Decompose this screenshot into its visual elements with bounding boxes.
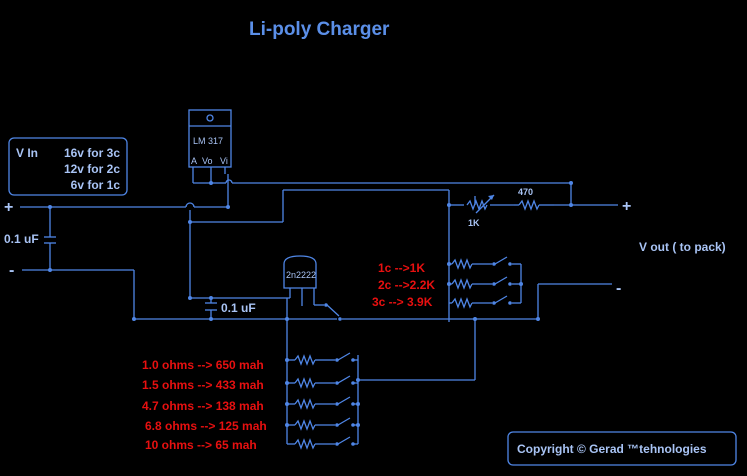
copyright-text: Copyright © Gerad ™tehnologies (517, 442, 707, 456)
junction-dots (48, 181, 573, 427)
output-plus-terminal: + (622, 198, 631, 215)
lm317-pin-vo: Vo (202, 156, 213, 166)
lm317-pin-a: A (191, 156, 197, 166)
cell-select-3c: 3c --> 3.9K (372, 295, 433, 309)
cell-select-1c: 1c -->1K (378, 261, 425, 275)
current-select-5: 10 ohms --> 65 mah (145, 438, 257, 452)
vin-label: V In (16, 146, 38, 160)
vin-box: V In 16v for 3c 12v for 2c 6v for 1c (8, 137, 128, 196)
lm317-regulator: LM 317 A Vo Vi (188, 109, 232, 168)
base-capacitor (205, 302, 217, 311)
transistor-2n2222: 2n2222 (283, 255, 317, 289)
transistor-label: 2n2222 (286, 270, 316, 280)
vout-label: V out ( to pack) (639, 240, 726, 254)
resistor-470 (514, 200, 554, 210)
copyright-box: Copyright © Gerad ™tehnologies (507, 431, 737, 466)
vin-line-3: 6v for 1c (71, 178, 121, 192)
current-select-1: 1.0 ohms --> 650 mah (142, 358, 264, 372)
diagram-title: Li-poly Charger (249, 19, 390, 40)
output-minus-terminal: - (616, 280, 621, 297)
lm317-label: LM 317 (193, 136, 223, 146)
pot-1k (466, 194, 495, 214)
input-capacitor-label: 0.1 uF (4, 232, 39, 246)
current-select-4: 6.8 ohms --> 125 mah (145, 419, 267, 433)
current-select-network (287, 352, 358, 449)
cell-select-2c: 2c -->2.2K (378, 278, 435, 292)
vin-line-2: 12v for 2c (64, 162, 120, 176)
input-capacitor (44, 236, 56, 244)
transistor-switch (324, 303, 342, 321)
input-plus-terminal: + (4, 199, 13, 216)
vin-line-1: 16v for 3c (64, 146, 120, 160)
current-select-2: 1.5 ohms --> 433 mah (142, 378, 264, 392)
pot-label: 1K (468, 218, 480, 228)
base-capacitor-label: 0.1 uF (221, 301, 256, 315)
input-minus-terminal: - (9, 262, 14, 279)
current-select-3: 4.7 ohms --> 138 mah (142, 399, 264, 413)
wiring (20, 167, 618, 444)
resistor-470-label: 470 (518, 187, 533, 197)
lm317-pin-vi: Vi (220, 156, 228, 166)
cell-select-network (451, 256, 521, 308)
